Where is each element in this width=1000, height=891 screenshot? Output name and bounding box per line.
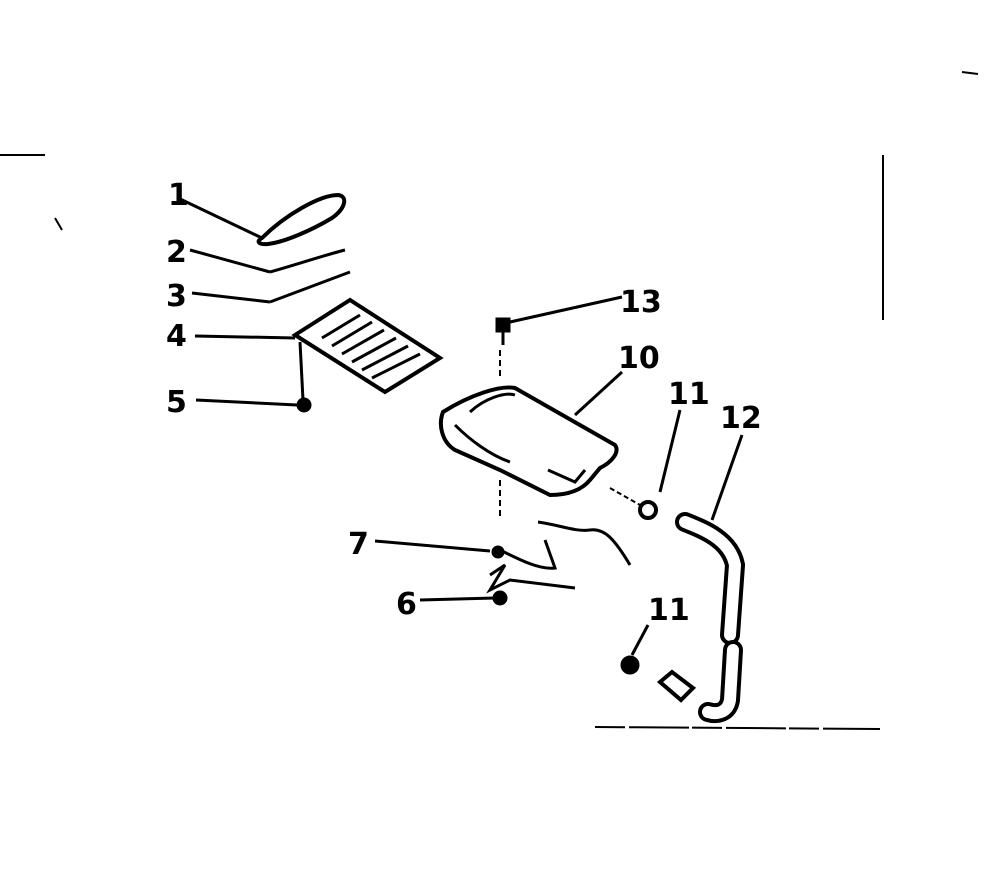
part-6-spring bbox=[419, 563, 576, 606]
leader-line-2 bbox=[189, 248, 271, 274]
leader-line-11-lower bbox=[630, 624, 650, 656]
callout-2: 2 bbox=[166, 235, 187, 270]
frame-tick-top-right bbox=[961, 71, 979, 75]
part-2-gasket bbox=[189, 248, 346, 274]
leader-line-10 bbox=[573, 370, 624, 417]
part-5-screw bbox=[195, 341, 312, 413]
leader-line-6 bbox=[419, 596, 496, 602]
callout-6: 6 bbox=[396, 587, 417, 622]
center-line-11 bbox=[609, 487, 641, 506]
leader-line-7 bbox=[374, 539, 491, 553]
leader-line-12 bbox=[710, 434, 744, 521]
part-11-clamp-upper bbox=[609, 409, 682, 520]
callout-13: 13 bbox=[620, 285, 662, 320]
leader-line-11-upper bbox=[658, 409, 682, 493]
part-3-bar bbox=[191, 270, 351, 304]
callout-4: 4 bbox=[166, 319, 187, 354]
part-7-bracket bbox=[374, 520, 632, 570]
frame-tick bbox=[54, 217, 63, 231]
callout-7: 7 bbox=[348, 527, 369, 562]
callout-11-upper: 11 bbox=[668, 377, 710, 412]
leader-line-3 bbox=[191, 291, 271, 304]
callout-labels: 1 2 3 4 5 6 7 10 11 12 13 11 bbox=[166, 178, 762, 628]
leader-line-13 bbox=[509, 295, 623, 324]
frame-marks bbox=[0, 71, 979, 730]
callout-3: 3 bbox=[166, 279, 187, 314]
callout-5: 5 bbox=[166, 385, 187, 420]
callout-10: 10 bbox=[618, 341, 660, 376]
leader-line-4 bbox=[194, 334, 296, 340]
part-11-clamp-lower bbox=[620, 624, 697, 703]
leader-line-1 bbox=[177, 196, 263, 240]
part-1-cover bbox=[177, 192, 347, 247]
callout-12: 12 bbox=[720, 401, 762, 436]
part-13-screw bbox=[495, 295, 623, 380]
frame-mark-bottom bbox=[594, 726, 881, 730]
part-4-grille bbox=[194, 297, 444, 395]
leader-line-5 bbox=[195, 398, 298, 407]
part-12-hose bbox=[675, 434, 746, 724]
part-10-housing bbox=[438, 370, 624, 520]
callout-11-lower: 11 bbox=[648, 593, 690, 628]
callout-1: 1 bbox=[168, 178, 189, 213]
